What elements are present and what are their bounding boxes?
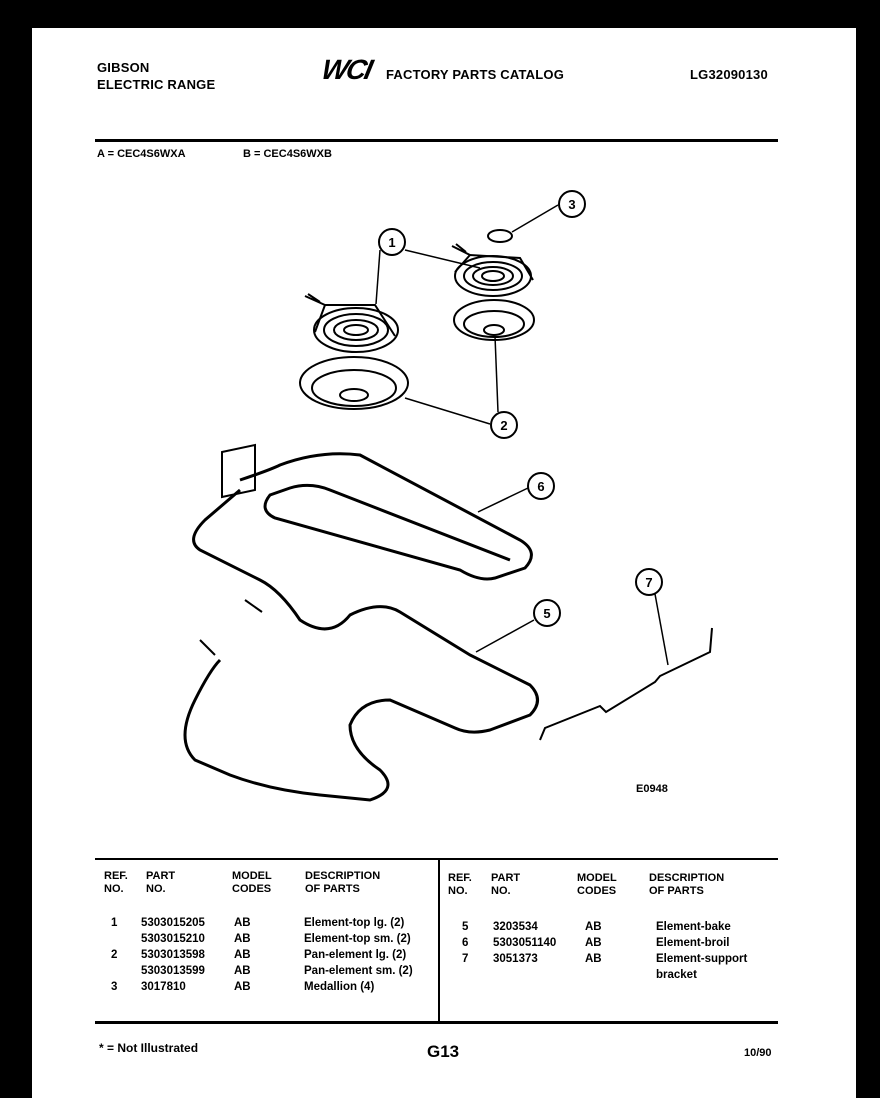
table-top-rule [95,858,778,860]
leader-7 [654,593,669,666]
catalog-sheet [32,28,856,1098]
callout-6: 6 [527,472,555,500]
brand-name: GIBSON [97,60,150,75]
product-name: ELECTRIC RANGE [97,77,216,92]
support-bracket-part [539,627,713,741]
callout-3: 3 [558,190,586,218]
medallion-part [487,229,513,243]
leader-1a [375,249,381,305]
callout-7: 7 [635,568,663,596]
element-top-small-part [451,243,534,297]
leader-2a [404,397,491,425]
revision-date: 10/90 [744,1047,772,1059]
catalog-title: FACTORY PARTS CATALOG [386,67,565,82]
element-top-large-part [304,293,399,353]
leader-3 [511,204,559,233]
leader-1b [404,249,481,269]
model-a: A = CEC4S6WXA [97,148,186,160]
footnote: * = Not Illustrated [99,1041,199,1055]
page-number: G13 [427,1042,460,1061]
header-ref-no-left: REF.NO. [104,870,128,895]
catalog-number: LG32090130 [690,67,768,82]
leader-6 [477,487,529,513]
pan-element-large-part [299,356,409,410]
table-divider [438,858,440,1023]
header-rule [95,139,778,142]
table-bottom-rule [95,1021,778,1024]
element-broil-part [183,443,539,802]
leader-2b [494,335,499,413]
leader-5 [475,619,535,653]
callout-5: 5 [533,599,561,627]
element-bake-terminals [199,599,263,656]
figure-code: E0948 [636,783,668,795]
header-ref-no-right: REF.NO. [448,872,472,897]
callout-1: 1 [378,228,406,256]
model-b: B = CEC4S6WXB [243,148,332,160]
pan-element-small-part [453,299,535,341]
callout-2: 2 [490,411,518,439]
